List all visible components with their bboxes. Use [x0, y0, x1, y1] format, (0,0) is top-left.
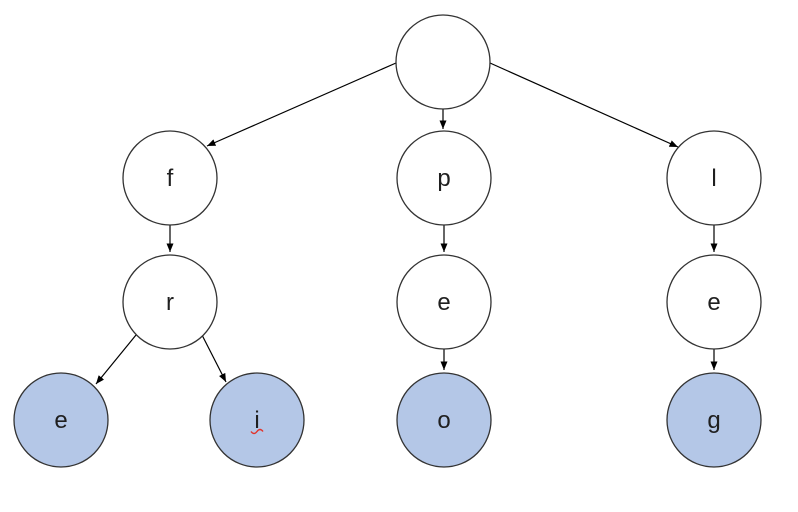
- node-l-label: l: [711, 165, 716, 192]
- node-p[interactable]: p: [396, 130, 492, 226]
- node-root-circle[interactable]: [395, 14, 491, 110]
- node-l-e-circle[interactable]: [666, 254, 762, 350]
- node-leaf-g[interactable]: g: [666, 372, 762, 468]
- node-p-label: p: [437, 165, 450, 192]
- node-leaf-e-circle[interactable]: [13, 372, 109, 468]
- node-p-e-circle[interactable]: [396, 254, 492, 350]
- node-leaf-g-circle[interactable]: [666, 372, 762, 468]
- node-p-e[interactable]: e: [396, 254, 492, 350]
- edge-r-i: [201, 334, 227, 383]
- node-leaf-g-label: g: [707, 407, 720, 434]
- node-leaf-i[interactable]: i: [209, 372, 305, 468]
- node-f[interactable]: f: [122, 130, 218, 226]
- node-r-label: r: [166, 289, 174, 316]
- edge-root-f: [206, 62, 397, 147]
- node-leaf-o[interactable]: o: [396, 372, 492, 468]
- edges: [95, 62, 718, 385]
- edge-root-l: [489, 62, 679, 148]
- edge-r-e: [95, 334, 137, 385]
- node-f-label: f: [167, 165, 174, 192]
- node-leaf-e[interactable]: e: [13, 372, 109, 468]
- node-leaf-i-circle[interactable]: [209, 372, 305, 468]
- node-p-e-label: e: [437, 289, 450, 316]
- node-r[interactable]: r: [122, 254, 218, 350]
- node-l-circle[interactable]: [666, 130, 762, 226]
- node-l-e-label: e: [707, 289, 720, 316]
- node-leaf-o-label: o: [437, 407, 450, 434]
- node-leaf-o-circle[interactable]: [396, 372, 492, 468]
- spellcheck-squiggle-icon: [250, 428, 264, 435]
- node-leaf-i-label: i: [254, 407, 259, 434]
- node-root[interactable]: [395, 14, 491, 110]
- node-f-circle[interactable]: [122, 130, 218, 226]
- node-p-circle[interactable]: [396, 130, 492, 226]
- node-l[interactable]: l: [666, 130, 762, 226]
- node-r-circle[interactable]: [122, 254, 218, 350]
- node-leaf-e-label: e: [54, 407, 67, 434]
- node-l-e[interactable]: e: [666, 254, 762, 350]
